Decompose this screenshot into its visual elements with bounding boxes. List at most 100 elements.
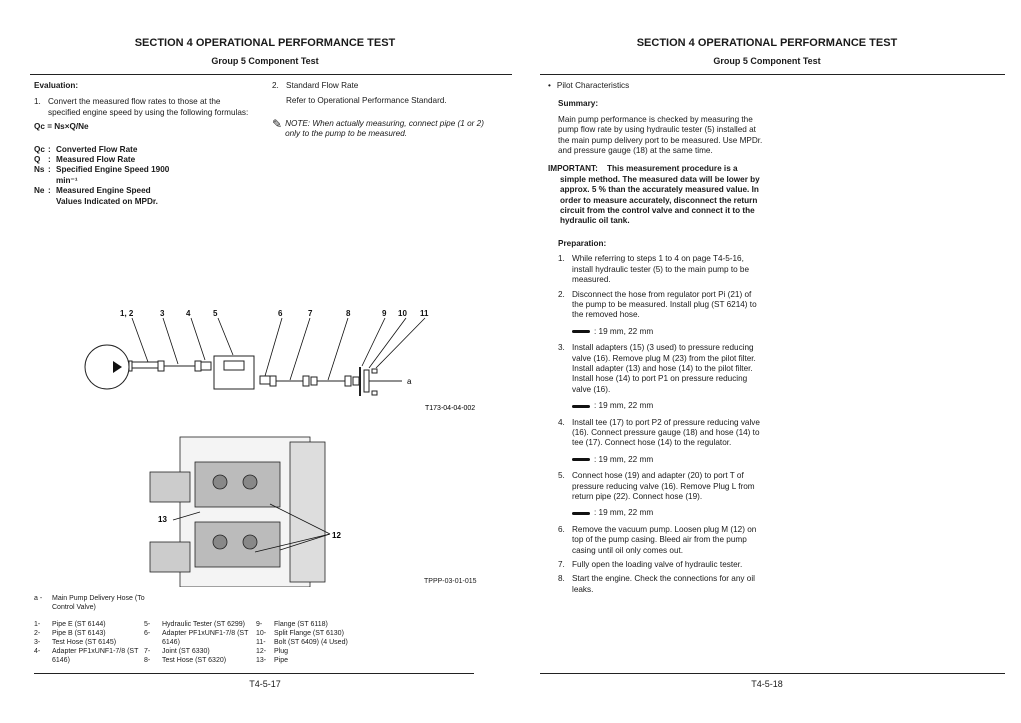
step-text: Remove the vacuum pump. Loosen plug M (1… xyxy=(572,524,757,555)
legend-text: Joint (ST 6330) xyxy=(162,648,210,655)
step-number: 8. xyxy=(558,574,565,584)
legend-text: Pipe E (ST 6144) xyxy=(52,621,106,628)
preparation-steps: 1. While referring to steps 1 to 4 on pag… xyxy=(558,254,763,595)
definition-text: Measured Flow Rate xyxy=(56,155,136,165)
legend-item: 6-Adapter PF1xUNF1-7/8 (ST 6146) xyxy=(144,629,256,647)
tool-size: : 19 mm, 22 mm xyxy=(572,508,763,518)
legend-key: 13- xyxy=(256,657,267,664)
legend-key: 2- xyxy=(34,630,41,637)
wrench-icon xyxy=(572,404,590,408)
callout-label: 10 xyxy=(398,309,407,318)
preparation-step: 2. Disconnect the hose from regulator por… xyxy=(558,290,763,321)
bullet-text: Pilot Characteristics xyxy=(556,81,630,90)
step-text: Convert the measured flow rates to those… xyxy=(48,97,249,117)
step-text: Disconnect the hose from regulator port … xyxy=(572,289,757,320)
left-page-subtitle: Group 5 Component Test xyxy=(211,56,319,66)
definition-text: Measured Engine Speed Values Indicated o… xyxy=(56,186,158,206)
callout-label: 9 xyxy=(382,309,387,318)
important-text: This measurement procedure is a simple m… xyxy=(560,164,760,226)
callout-label: 4 xyxy=(186,309,191,318)
tool-size-text: : 19 mm, 22 mm xyxy=(594,508,654,518)
legend-column: 1-Pipe E (ST 6144)2-Pipe B (ST 6143)3-Te… xyxy=(34,620,144,665)
legend-key: 12- xyxy=(256,648,267,655)
preparation-step: 3. Install adapters (15) (3 used) to pres… xyxy=(558,343,763,395)
step-detail: Refer to Operational Performance Standar… xyxy=(286,96,447,106)
definition-text: Specified Engine Speed 1900 min⁻¹ xyxy=(56,165,170,185)
wrench-icon xyxy=(572,458,590,462)
step-number: 6. xyxy=(558,524,565,534)
legend-key: 8- xyxy=(144,657,151,664)
formula: Qc = Ns×Q/Ne xyxy=(34,122,89,132)
legend-text: Hydraulic Tester (ST 6299) xyxy=(162,621,245,628)
legend-item: 1-Pipe E (ST 6144) xyxy=(34,620,144,629)
tool-size-text: : 19 mm, 22 mm xyxy=(594,326,654,336)
legend-text: Pipe xyxy=(274,657,289,664)
legend-item: 7-Joint (ST 6330) xyxy=(144,647,256,656)
legend-column: 9-Flange (ST 6118)10-Split Flange (ST 61… xyxy=(256,620,376,665)
callout-label: 11 xyxy=(420,309,429,318)
legend-column: 5- Hydraulic Tester (ST 6299)6-Adapter PF… xyxy=(144,620,256,665)
legend-text: Split Flange (ST 6130) xyxy=(274,630,344,637)
step-text: Connect hose (19) and adapter (20) to po… xyxy=(572,471,755,501)
definition-separator: : xyxy=(48,155,51,165)
figure-caption: TPPP-03-01-015 xyxy=(424,578,477,585)
preparation-heading: Preparation: xyxy=(558,238,607,248)
definition-separator: : xyxy=(48,144,51,154)
preparation-step: 8.Start the engine. Check the connection… xyxy=(558,574,763,595)
step-number: 5. xyxy=(558,471,565,481)
preparation-step: 7. Fully open the loading valve of hydrau… xyxy=(558,560,763,570)
preparation-step: 4.Install tee (17) to port P2 of pressur… xyxy=(558,418,763,449)
tool-size: : 19 mm, 22 mm xyxy=(572,327,763,337)
label-13: 13 xyxy=(158,515,167,524)
step-text: Fully open the loading valve of hydrauli… xyxy=(572,560,743,570)
step-number: 2. xyxy=(558,289,565,299)
callout-label: 1, 2 xyxy=(120,309,134,318)
definition-symbol: Q xyxy=(34,155,41,165)
evaluation-section: Evaluation: 1.Convert the measured flow … xyxy=(34,81,249,207)
step-number: 4. xyxy=(558,417,565,427)
tool-size-text: : 19 mm, 22 mm xyxy=(594,454,654,464)
step-number: 3. xyxy=(558,343,565,353)
preparation-step: 1. While referring to steps 1 to 4 on pag… xyxy=(558,254,763,285)
step-number: 1. xyxy=(558,254,565,264)
tool-size-text: : 19 mm, 22 mm xyxy=(594,401,654,411)
legend-item: 5- Hydraulic Tester (ST 6299) xyxy=(144,620,256,629)
hydraulic-tester-shape xyxy=(213,355,255,390)
callout-label: 8 xyxy=(346,309,351,318)
legend-item: 12- Plug xyxy=(256,647,376,656)
legend-text: Main Pump Delivery Hose (To Control Valv… xyxy=(52,595,145,611)
step-text: Standard Flow Rate xyxy=(286,81,359,90)
preparation-step: 5. Connect hose (19) and adapter (20) to … xyxy=(558,471,763,502)
legend-item: 11-Bolt (ST 6409) (4 Used) xyxy=(256,638,376,647)
left-page-title: SECTION 4 OPERATIONAL PERFORMANCE TEST xyxy=(134,37,396,49)
tool-size: : 19 mm, 22 mm xyxy=(572,455,763,465)
definition-symbol: Ns xyxy=(34,165,45,175)
note-pencil-icon: ✎ xyxy=(272,116,283,131)
pump-symbol xyxy=(84,344,130,390)
legend-text: Adapter PF1xUNF1-7/8 (ST 6146) xyxy=(162,630,249,646)
parts-legend: 1-Pipe E (ST 6144)2-Pipe B (ST 6143)3-Te… xyxy=(34,620,376,665)
legend-item: 10-Split Flange (ST 6130) xyxy=(256,629,376,638)
definition-row: Qc:Converted Flow Rate xyxy=(34,145,249,155)
important-label: IMPORTANT: xyxy=(548,164,598,174)
legend-a: a -Main Pump Delivery Hose (To Control V… xyxy=(34,594,164,612)
definition-symbol: Qc xyxy=(34,144,45,154)
legend-key: 5- xyxy=(144,621,151,628)
definition-row: Ns:Specified Engine Speed 1900 min⁻¹ xyxy=(34,165,249,186)
legend-key: 9- xyxy=(256,621,263,628)
standard-flow-section: 2.Standard Flow Rate Refer to Operationa… xyxy=(272,81,492,140)
legend-item: 3-Test Hose (ST 6145) xyxy=(34,638,144,647)
callout-label: 6 xyxy=(278,309,283,318)
step-text: While referring to steps 1 to 4 on page … xyxy=(572,254,750,285)
step-number: 7. xyxy=(558,560,565,570)
callout-label: 3 xyxy=(160,309,165,318)
valve-assembly-diagram: 13 12 xyxy=(149,436,341,587)
preparation-step: 6. Remove the vacuum pump. Loosen plug M … xyxy=(558,525,763,556)
callout-label: 7 xyxy=(308,309,313,318)
left-page-number: T4-5-17 xyxy=(249,679,281,689)
legend-text: Bolt (ST 6409) (4 Used) xyxy=(274,639,348,646)
note-text: NOTE: When actually measuring, connect p… xyxy=(285,118,484,139)
legend-text: Plug xyxy=(274,648,289,655)
step-text: Install adapters (15) (3 used) to pressu… xyxy=(572,343,756,394)
legend-text: Test Hose (ST 6320) xyxy=(162,657,227,664)
